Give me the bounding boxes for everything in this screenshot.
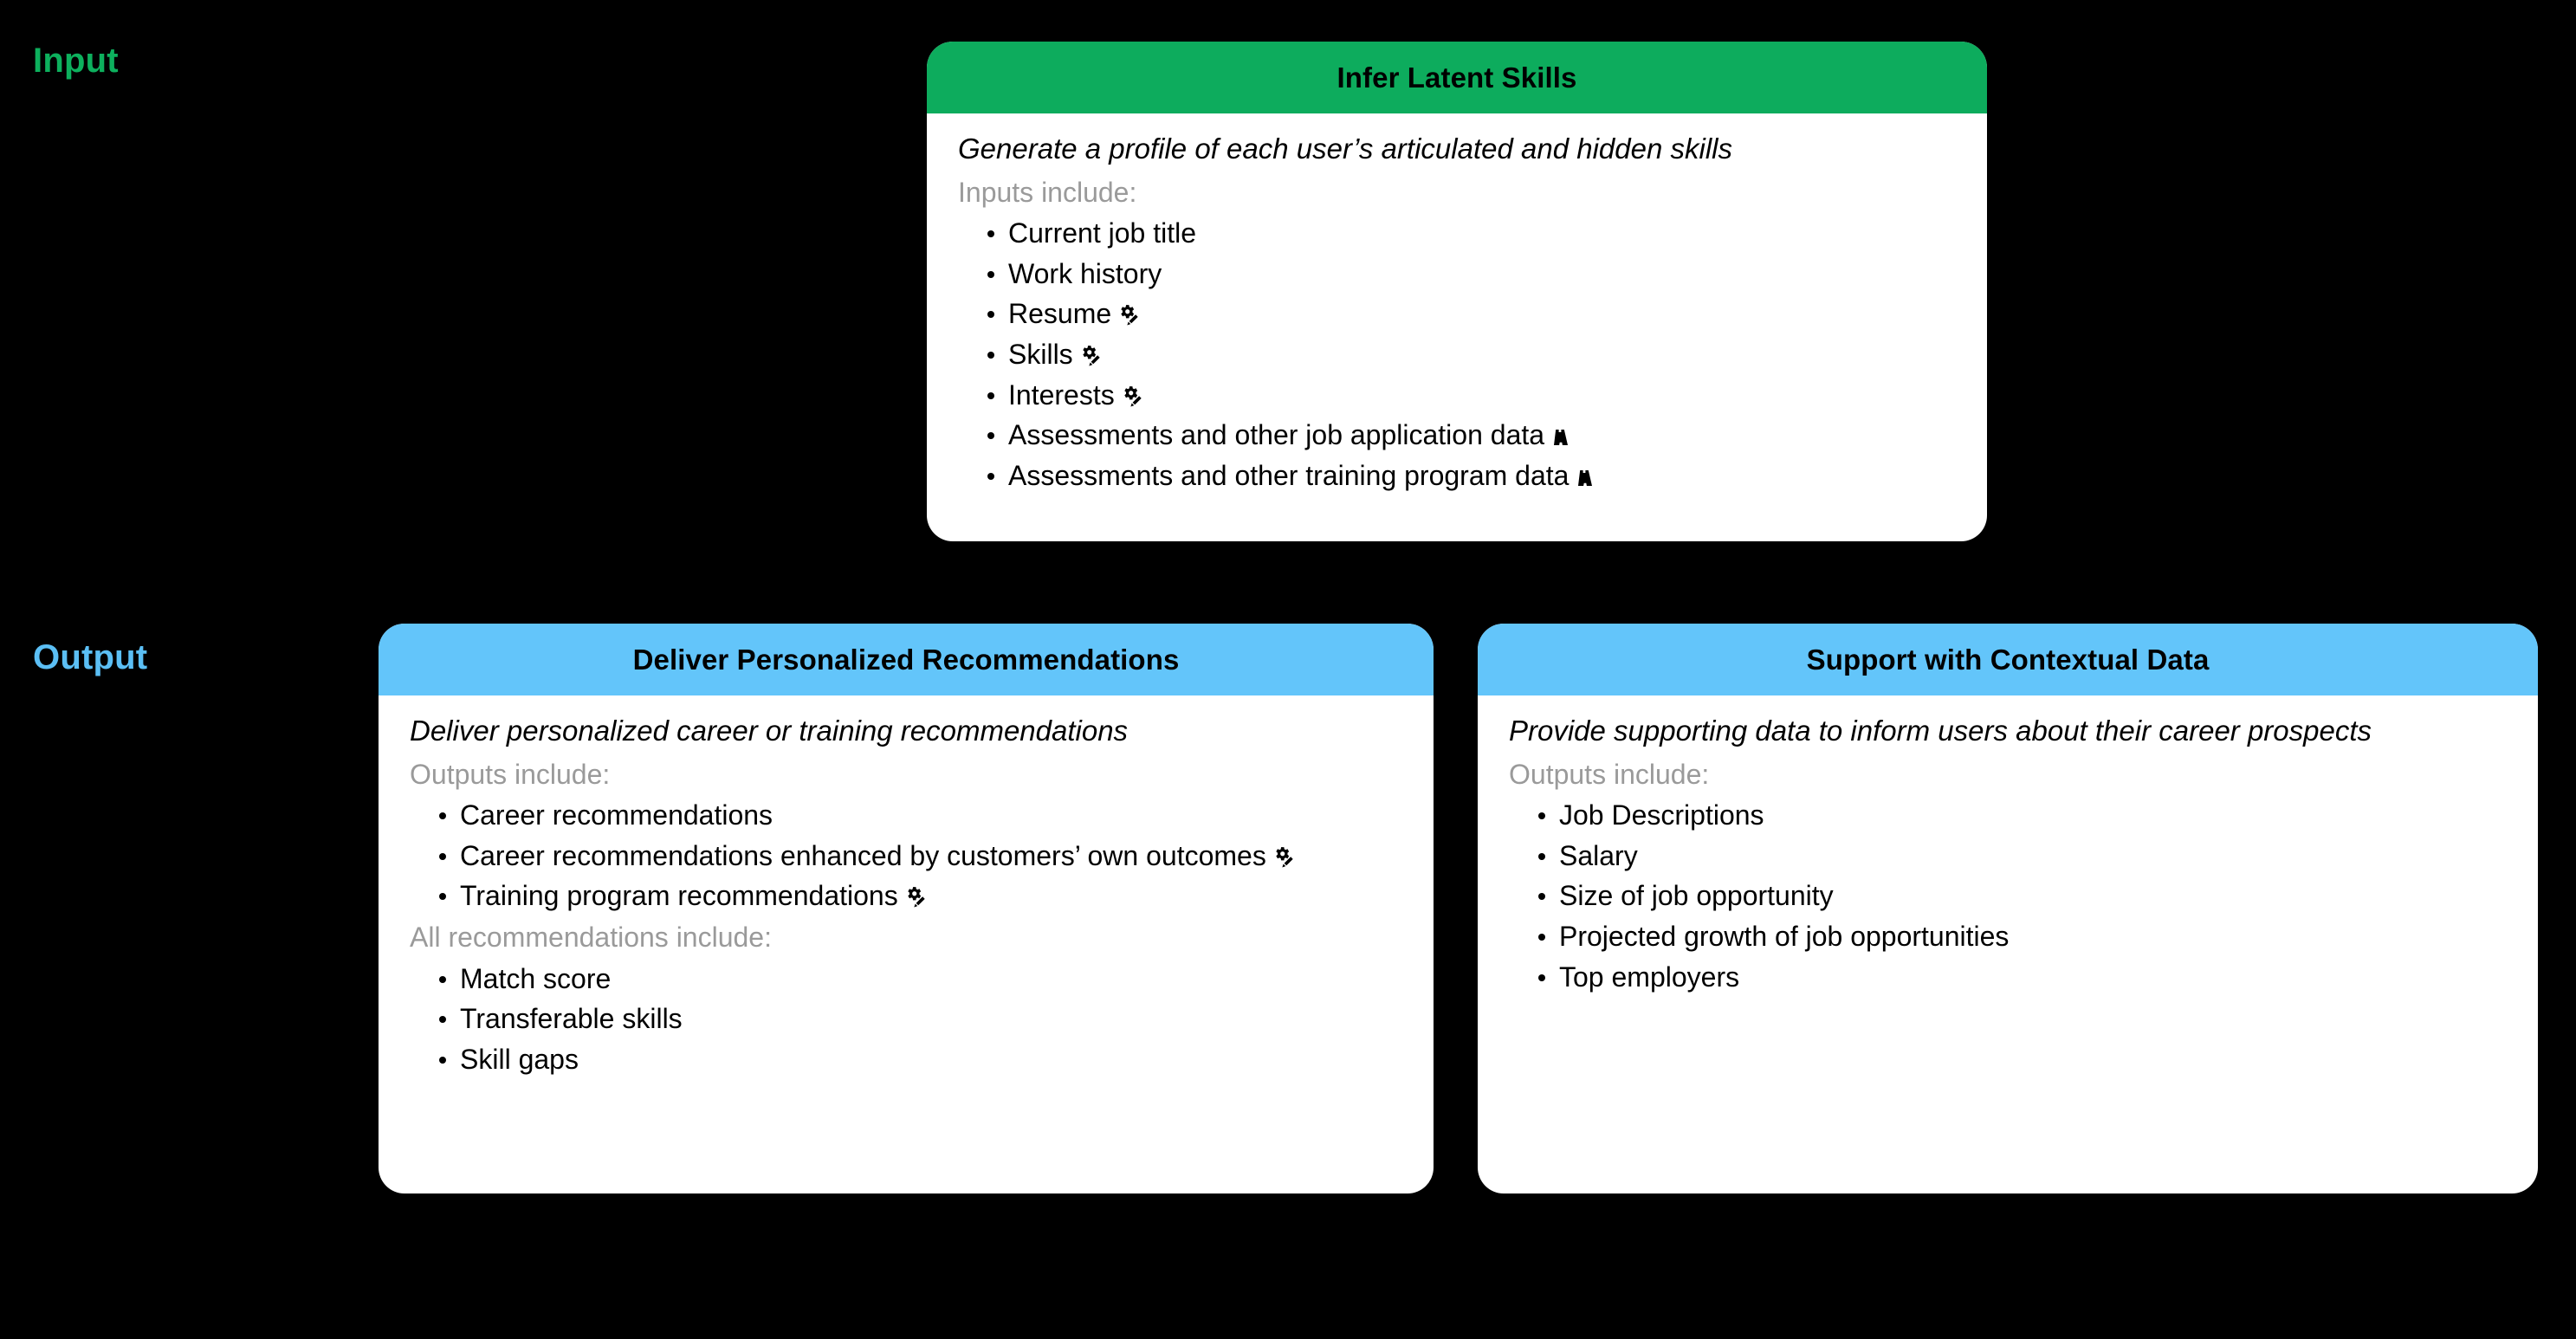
card-body-support-with-contextual-data: Provide supporting data to inform users … xyxy=(1478,695,2538,1193)
card-summary-deliver-personalized-recommendations: Deliver personalized career or training … xyxy=(410,715,1129,747)
card-subhead-outputs-include: Outputs include: xyxy=(410,758,611,790)
list-item: Skill gaps xyxy=(439,1042,1402,1078)
card-deliver-personalized-recommendations: Deliver Personalized Recommendations Del… xyxy=(379,624,1434,1193)
list-item: Resume xyxy=(987,296,1956,333)
list-item-label: Training program recommendations xyxy=(460,880,898,912)
list-item-label: Current job title xyxy=(1008,217,1196,249)
gear-pencil-icon xyxy=(903,885,926,908)
list-item: Salary xyxy=(1538,838,2507,875)
list-item: Projected growth of job opportunities xyxy=(1538,919,2507,955)
list-item: Career recommendations xyxy=(439,798,1402,834)
list-item-label: Projected growth of job opportunities xyxy=(1559,920,2010,952)
card-subhead-all-recommendations-include: All recommendations include: xyxy=(410,921,772,953)
list-item-label: Career recommendations xyxy=(460,799,773,831)
list-item: Size of job opportunity xyxy=(1538,878,2507,915)
gear-pencil-icon xyxy=(1272,845,1294,868)
list-item: Current job title xyxy=(987,216,1956,252)
list-item-label: Skill gaps xyxy=(460,1043,579,1075)
list-item-label: Work history xyxy=(1008,257,1162,289)
list-item-label: Resume xyxy=(1008,298,1112,330)
list-item-label: Job Descriptions xyxy=(1559,799,1764,831)
list-item-label: Assessments and other training program d… xyxy=(1008,459,1570,491)
list-item-label: Assessments and other job application da… xyxy=(1008,419,1545,451)
gear-pencil-icon xyxy=(1120,385,1142,407)
card-subhead-inputs-include: Inputs include: xyxy=(958,176,1137,208)
row-label-input: Input xyxy=(33,42,119,80)
list-item: Career recommendations enhanced by custo… xyxy=(439,838,1402,875)
list-item: Job Descriptions xyxy=(1538,798,2507,834)
row-label-output: Output xyxy=(33,638,148,676)
list-item: Transferable skills xyxy=(439,1001,1402,1038)
list-item: Top employers xyxy=(1538,960,2507,996)
list-item: Assessments and other training program d… xyxy=(987,458,1956,495)
card-summary-support-with-contextual-data: Provide supporting data to inform users … xyxy=(1509,715,2372,747)
list-item-label: Match score xyxy=(460,962,612,994)
list-outputs-include: Career recommendations Career recommenda… xyxy=(410,798,1402,915)
card-body-deliver-personalized-recommendations: Deliver personalized career or training … xyxy=(379,695,1434,1193)
card-title-infer-latent-skills: Infer Latent Skills xyxy=(927,42,1987,113)
list-item-label: Transferable skills xyxy=(460,1003,683,1035)
list-item: Match score xyxy=(439,961,1402,998)
card-subhead-outputs-include: Outputs include: xyxy=(1509,758,1710,790)
card-title-deliver-personalized-recommendations: Deliver Personalized Recommendations xyxy=(379,624,1434,695)
gear-pencil-icon xyxy=(1078,344,1101,366)
card-support-with-contextual-data: Support with Contextual Data Provide sup… xyxy=(1478,624,2538,1193)
card-infer-latent-skills: Infer Latent Skills Generate a profile o… xyxy=(927,42,1987,541)
list-item-label: Salary xyxy=(1559,839,1638,871)
card-body-infer-latent-skills: Generate a profile of each user’s articu… xyxy=(927,113,1987,541)
road-icon xyxy=(1550,428,1570,447)
list-item: Skills xyxy=(987,337,1956,373)
list-inputs-include: Current job title Work history Resume Sk… xyxy=(958,216,1956,494)
list-item: Interests xyxy=(987,378,1956,414)
list-item-label: Size of job opportunity xyxy=(1559,880,1834,912)
card-summary-infer-latent-skills: Generate a profile of each user’s articu… xyxy=(958,133,1732,165)
list-item-label: Career recommendations enhanced by custo… xyxy=(460,839,1266,871)
list-item-label: Interests xyxy=(1008,378,1115,411)
list-item: Training program recommendations xyxy=(439,878,1402,915)
gear-pencil-icon xyxy=(1116,303,1139,326)
list-outputs-include: Job Descriptions Salary Size of job oppo… xyxy=(1509,798,2507,995)
list-item-label: Skills xyxy=(1008,338,1073,370)
list-all-recommendations-include: Match score Transferable skills Skill ga… xyxy=(410,961,1402,1078)
road-icon xyxy=(1574,469,1595,488)
list-item: Assessments and other job application da… xyxy=(987,417,1956,454)
list-item-label: Top employers xyxy=(1559,961,1740,993)
list-item: Work history xyxy=(987,256,1956,293)
card-title-support-with-contextual-data: Support with Contextual Data xyxy=(1478,624,2538,695)
